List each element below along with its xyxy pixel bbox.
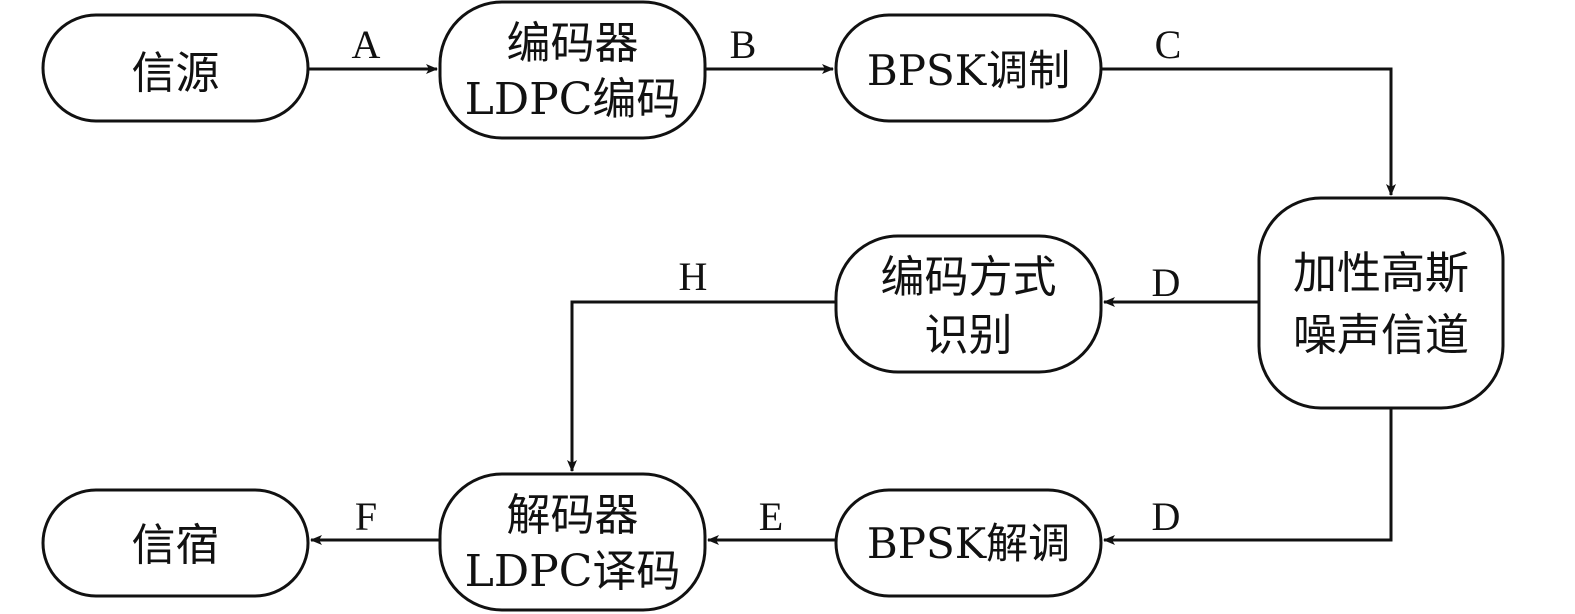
node-code-identification: 编码方式 识别: [834, 234, 1103, 374]
edge-c: C: [1101, 22, 1396, 196]
node-decoder: 解码器 LDPC译码: [438, 472, 707, 612]
edge-b-label: B: [730, 22, 757, 67]
node-bpsk-demodulation: BPSK解调: [834, 488, 1103, 598]
edge-f-label: F: [355, 494, 377, 539]
node-bpsk-modulation-label: BPSK调制: [867, 46, 1070, 95]
node-code-identification-label-line2: 识别: [925, 310, 1013, 361]
edge-e-label: E: [759, 494, 783, 539]
edge-a-label: A: [352, 22, 381, 67]
node-encoder-label-line1: 编码器: [507, 18, 639, 69]
edge-h: H: [567, 254, 836, 472]
edge-a: A: [308, 22, 438, 74]
node-source: 信源: [41, 13, 310, 123]
node-decoder-label-line1: 解码器: [507, 490, 639, 541]
node-bpsk-demodulation-label: BPSK解调: [867, 519, 1070, 568]
edge-d-upper: D: [1103, 260, 1259, 307]
node-awgn-channel-label-line1: 加性高斯: [1293, 248, 1469, 299]
edge-d-lower: D: [1103, 408, 1393, 545]
node-awgn-channel-label-line2: 噪声信道: [1293, 310, 1469, 361]
node-source-label: 信源: [132, 48, 220, 99]
node-encoder: 编码器 LDPC编码: [438, 0, 707, 140]
edge-d-upper-label: D: [1152, 260, 1181, 305]
node-sink-label: 信宿: [132, 520, 220, 571]
node-encoder-label-line2: LDPC编码: [465, 74, 681, 125]
edge-e: E: [707, 494, 836, 545]
node-bpsk-modulation: BPSK调制: [834, 13, 1103, 123]
edge-f: F: [310, 494, 440, 545]
node-awgn-channel: 加性高斯 噪声信道: [1257, 196, 1505, 410]
node-code-identification-label-line1: 编码方式: [881, 252, 1057, 303]
edge-b: B: [705, 22, 834, 74]
edge-h-label: H: [679, 254, 708, 299]
edge-d-lower-label: D: [1152, 494, 1181, 539]
node-sink: 信宿: [41, 488, 310, 598]
edge-c-label: C: [1155, 22, 1182, 67]
node-decoder-label-line2: LDPC译码: [465, 546, 681, 597]
